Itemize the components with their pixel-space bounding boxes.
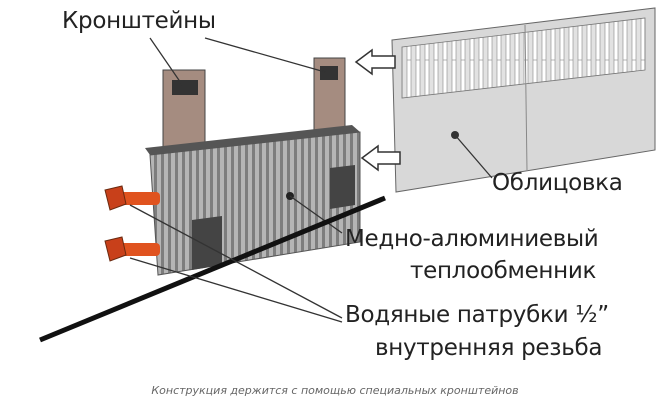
label-pipes-2: внутренняя резьба: [375, 335, 603, 361]
arrow-lower: [360, 144, 401, 172]
label-exchanger-1: Медно-алюминиевый: [345, 226, 599, 252]
cover-panel: [391, 7, 656, 193]
bracket-left: [162, 69, 206, 161]
arrow-upper: [354, 48, 396, 76]
label-brackets: Кронштейны: [62, 8, 216, 34]
heat-exchanger: [145, 125, 361, 276]
mounting-rod: [39, 195, 386, 343]
label-cover: Облицовка: [492, 170, 623, 196]
water-pipes: [104, 185, 343, 323]
caption: Конструкция держится с помощью специальн…: [151, 384, 519, 397]
label-exchanger-2: теплообменник: [410, 258, 597, 284]
label-pipes-1: Водяные патрубки ½”: [345, 302, 609, 328]
